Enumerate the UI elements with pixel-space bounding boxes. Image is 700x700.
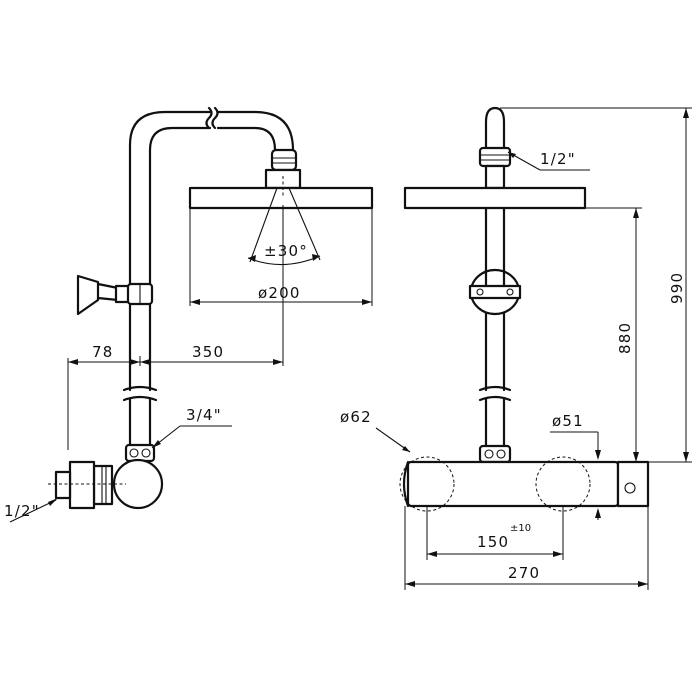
- right-knob-outline: [535, 456, 591, 512]
- tilt-line-left: [249, 187, 278, 263]
- arm-pipe-inner: [148, 126, 212, 392]
- front-view: 1/2" ø62: [340, 106, 692, 590]
- front-shower-head: [403, 186, 587, 210]
- hand-shower-holder: [76, 274, 100, 316]
- inlet-stub: [54, 470, 72, 500]
- riser-break-top: [122, 385, 158, 392]
- eccentric-fitting: [68, 460, 96, 510]
- front-riser-top: [484, 106, 506, 150]
- arm-break-line: [205, 106, 219, 130]
- center-distance-label: 150: [477, 533, 509, 551]
- front-riser-break-top: [478, 385, 512, 392]
- center-tolerance-label: ±10: [510, 523, 531, 534]
- total-height-label: 990: [668, 272, 686, 304]
- outlet-hole: [624, 482, 636, 494]
- upper-thread-label: 3/4": [186, 406, 222, 424]
- head-thread-label: 1/2": [540, 150, 576, 168]
- tilt-line-right: [288, 187, 321, 261]
- left-knob-outline: [399, 456, 455, 512]
- mixer-body: [406, 460, 620, 508]
- shower-head-disk: [188, 186, 374, 210]
- outlet-diameter-label: ø51: [552, 412, 584, 430]
- wall-connector: [92, 464, 114, 506]
- arm-pipe-outer-2: [216, 110, 295, 154]
- front-head-nut: [478, 146, 512, 168]
- body-length-label: 270: [508, 564, 540, 582]
- bracket-bar: [468, 284, 522, 300]
- arm-reach-label: 350: [192, 343, 224, 361]
- front-head-connector: [484, 164, 506, 190]
- head-height-label: 880: [616, 322, 634, 354]
- knob-diameter-label: ø62: [340, 408, 372, 426]
- arm-pipe-inner-2: [216, 126, 277, 154]
- tilt-angle-label: ±30°: [264, 242, 308, 260]
- wall-offset-label: 78: [92, 343, 114, 361]
- head-nut: [270, 148, 298, 172]
- mixer-left-cap: [402, 460, 410, 508]
- arm-pipe-outer: [128, 110, 212, 392]
- side-view: ±30° ø200 78 350: [4, 106, 374, 523]
- front-riser-break-bottom: [478, 395, 512, 402]
- head-diameter-label: ø200: [258, 284, 301, 302]
- riser-break-bottom: [122, 395, 158, 402]
- inlet-thread-label: 1/2": [4, 502, 40, 520]
- inlet-thread-leader: [9, 499, 57, 523]
